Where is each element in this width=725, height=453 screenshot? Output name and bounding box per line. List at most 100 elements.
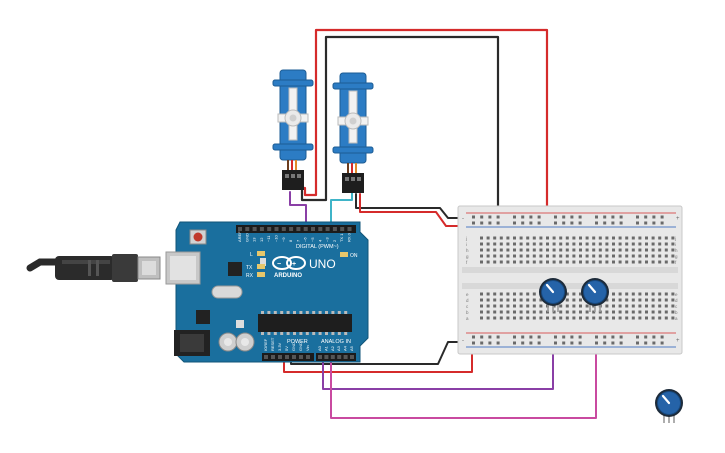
terminal-hole[interactable] — [605, 242, 609, 246]
terminal-hole[interactable] — [631, 292, 635, 296]
digital-pin-hole[interactable] — [340, 227, 345, 231]
terminal-hole[interactable] — [546, 260, 549, 264]
terminal-hole[interactable] — [559, 260, 563, 264]
terminal-hole[interactable] — [526, 248, 530, 252]
rail-hole[interactable] — [619, 221, 623, 225]
rail-hole[interactable] — [611, 221, 615, 225]
terminal-hole[interactable] — [585, 248, 589, 252]
terminal-hole[interactable] — [519, 242, 523, 246]
terminal-hole[interactable] — [631, 316, 635, 320]
terminal-hole[interactable] — [618, 298, 622, 302]
rail-hole[interactable] — [488, 335, 492, 339]
terminal-hole[interactable] — [506, 304, 510, 308]
terminal-hole[interactable] — [638, 236, 642, 240]
terminal-hole[interactable] — [618, 316, 622, 320]
terminal-hole[interactable] — [625, 304, 629, 308]
terminal-hole[interactable] — [526, 310, 530, 314]
terminal-hole[interactable] — [499, 310, 503, 314]
terminal-hole[interactable] — [480, 236, 483, 240]
rail-hole[interactable] — [529, 335, 533, 339]
rail-hole[interactable] — [521, 341, 525, 345]
terminal-hole[interactable] — [552, 260, 556, 264]
terminal-hole[interactable] — [546, 236, 549, 240]
terminal-hole[interactable] — [651, 298, 655, 302]
rail-hole[interactable] — [537, 221, 541, 225]
potentiometer-2[interactable] — [581, 278, 609, 312]
terminal-hole[interactable] — [552, 254, 556, 258]
terminal-hole[interactable] — [612, 236, 615, 240]
power-pin-hole[interactable] — [299, 355, 303, 359]
terminal-hole[interactable] — [526, 298, 530, 302]
digital-pin-hole[interactable] — [245, 227, 250, 231]
terminal-hole[interactable] — [618, 260, 622, 264]
rail-hole[interactable] — [554, 221, 557, 225]
terminal-hole[interactable] — [618, 242, 622, 246]
terminal-hole[interactable] — [486, 260, 490, 264]
rail-hole[interactable] — [496, 335, 500, 339]
terminal-hole[interactable] — [638, 298, 642, 302]
terminal-hole[interactable] — [625, 298, 629, 302]
terminal-hole[interactable] — [631, 310, 635, 314]
wire-red-servo2-to-breadboard[interactable] — [359, 193, 471, 227]
rail-hole[interactable] — [652, 221, 656, 225]
terminal-hole[interactable] — [618, 248, 622, 252]
terminal-hole[interactable] — [585, 236, 589, 240]
terminal-hole[interactable] — [671, 304, 675, 308]
terminal-hole[interactable] — [645, 316, 648, 320]
terminal-hole[interactable] — [612, 316, 615, 320]
analog-pin-hole[interactable] — [337, 355, 342, 359]
terminal-hole[interactable] — [539, 304, 543, 308]
servo-connector[interactable] — [342, 173, 364, 193]
terminal-hole[interactable] — [499, 298, 503, 302]
terminal-hole[interactable] — [605, 310, 609, 314]
terminal-hole[interactable] — [625, 260, 629, 264]
terminal-hole[interactable] — [612, 254, 615, 258]
terminal-hole[interactable] — [645, 310, 648, 314]
terminal-hole[interactable] — [671, 316, 675, 320]
terminal-hole[interactable] — [532, 292, 536, 296]
rail-hole[interactable] — [595, 335, 598, 339]
terminal-hole[interactable] — [671, 242, 675, 246]
terminal-hole[interactable] — [486, 254, 490, 258]
rail-hole[interactable] — [488, 215, 492, 219]
rail-hole[interactable] — [513, 335, 516, 339]
terminal-hole[interactable] — [671, 292, 675, 296]
terminal-hole[interactable] — [664, 242, 668, 246]
terminal-hole[interactable] — [493, 310, 497, 314]
rail-hole[interactable] — [578, 335, 582, 339]
terminal-hole[interactable] — [493, 248, 497, 252]
terminal-hole[interactable] — [559, 304, 563, 308]
terminal-hole[interactable] — [592, 310, 596, 314]
terminal-hole[interactable] — [645, 304, 648, 308]
terminal-hole[interactable] — [651, 242, 655, 246]
terminal-hole[interactable] — [480, 254, 483, 258]
terminal-hole[interactable] — [513, 292, 516, 296]
rail-hole[interactable] — [472, 341, 475, 345]
terminal-hole[interactable] — [513, 260, 516, 264]
terminal-hole[interactable] — [499, 248, 503, 252]
terminal-hole[interactable] — [638, 310, 642, 314]
terminal-hole[interactable] — [598, 242, 602, 246]
terminal-hole[interactable] — [513, 316, 516, 320]
terminal-hole[interactable] — [671, 310, 675, 314]
rail-hole[interactable] — [570, 341, 574, 345]
rail-hole[interactable] — [562, 341, 566, 345]
rail-hole[interactable] — [636, 221, 639, 225]
terminal-hole[interactable] — [651, 254, 655, 258]
terminal-hole[interactable] — [631, 304, 635, 308]
terminal-hole[interactable] — [598, 260, 602, 264]
terminal-hole[interactable] — [565, 236, 569, 240]
terminal-hole[interactable] — [579, 292, 582, 296]
terminal-hole[interactable] — [598, 248, 602, 252]
rail-hole[interactable] — [595, 221, 598, 225]
terminal-hole[interactable] — [598, 316, 602, 320]
terminal-hole[interactable] — [638, 248, 642, 252]
terminal-hole[interactable] — [539, 236, 543, 240]
terminal-hole[interactable] — [513, 248, 516, 252]
rail-hole[interactable] — [529, 221, 533, 225]
terminal-hole[interactable] — [651, 316, 655, 320]
digital-pin-hole[interactable] — [325, 227, 330, 231]
terminal-hole[interactable] — [631, 254, 635, 258]
wire-red-servo1-to-breadboard[interactable] — [294, 28, 549, 227]
terminal-hole[interactable] — [499, 242, 503, 246]
